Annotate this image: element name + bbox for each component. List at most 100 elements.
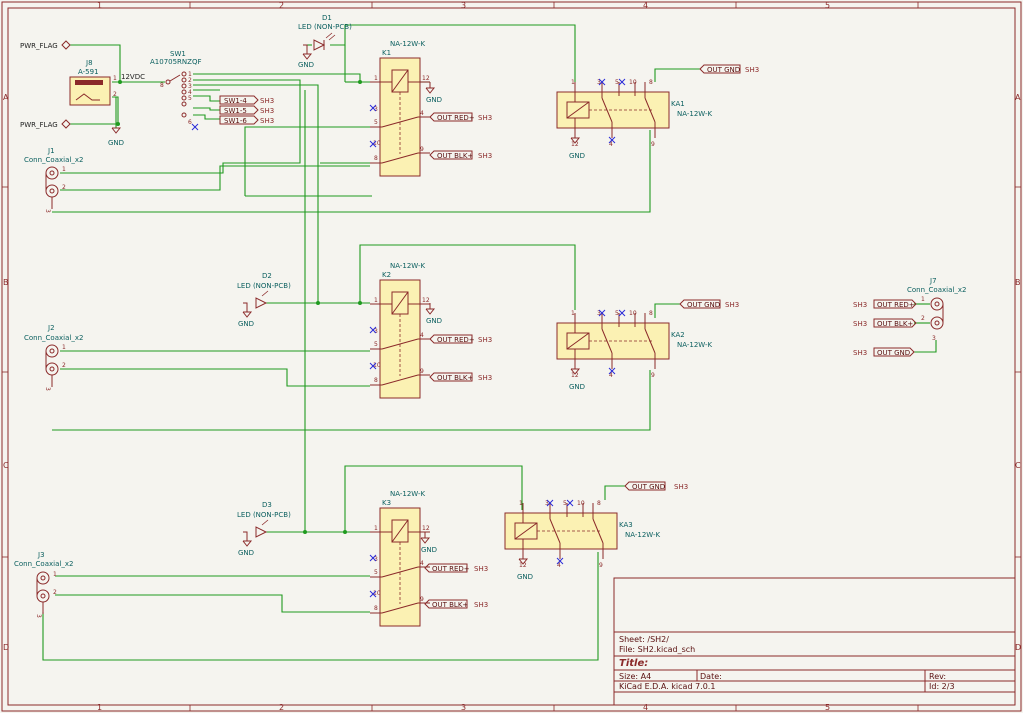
contact-2: [381, 602, 419, 614]
label-out-blk: OUT BLK+: [437, 374, 473, 382]
sheet-ref: SH3: [674, 483, 688, 491]
gnd-k2: GND: [425, 303, 442, 325]
svg-text:1: 1: [921, 296, 925, 303]
svg-text:5: 5: [188, 95, 192, 102]
pin-1: 1: [571, 310, 575, 317]
tb-title: Title:: [619, 658, 648, 669]
pin-2: 2: [62, 184, 66, 191]
svg-text:D1: D1: [322, 14, 332, 22]
pin-1: 1: [571, 79, 575, 86]
pin-10: 10: [629, 79, 637, 86]
pin-10: 10: [373, 590, 381, 597]
coax-inner-1: [40, 575, 46, 581]
j1-coax-connector: 123: [44, 166, 66, 213]
pin-9: 9: [420, 146, 424, 153]
coax-outer-1: [45, 166, 59, 180]
pin-3: 3: [35, 614, 42, 618]
sheet-ref: SH3: [478, 114, 492, 122]
no-connect-marker: [618, 309, 626, 317]
pin-5: 5: [374, 341, 378, 348]
svg-text:SW1: SW1: [170, 50, 186, 58]
svg-text:D2: D2: [262, 272, 272, 280]
sheet-ref: SH3: [478, 336, 492, 344]
coax-outer-1: [36, 571, 50, 585]
j7-coax-connector: J7 Conn_Coaxial_x2 1 2 3: [907, 277, 966, 342]
gnd-j8: GND: [108, 127, 124, 147]
coax-inner-2: [49, 188, 55, 194]
ruler-col-3: 3: [461, 1, 466, 10]
tb-file: File: SH2.kicad_sch: [619, 645, 695, 654]
ruler-row-d-right: D: [1015, 643, 1021, 652]
coax-inner-1: [49, 170, 55, 176]
pin-4: 4: [420, 332, 424, 339]
relay-coil-diag: [566, 332, 590, 350]
pin-3: 3: [44, 387, 51, 391]
relay-coil-diag: [391, 291, 409, 315]
svg-text:GND: GND: [238, 320, 254, 328]
pin-9: 9: [420, 596, 424, 603]
svg-text:GND: GND: [298, 61, 314, 69]
hier-label: [424, 599, 468, 609]
gnd-symbol: [570, 137, 581, 144]
hier-label: [429, 334, 473, 344]
pin-3: 3: [374, 106, 378, 113]
pin-3: 3: [597, 79, 601, 86]
ruler-col-3-bottom: 3: [461, 703, 466, 712]
relay-ref: K3: [382, 499, 391, 507]
svg-text:PWR_FLAG: PWR_FLAG: [20, 42, 58, 50]
no-connect-marker: [369, 362, 377, 370]
svg-text:LED (NON-PCB): LED (NON-PCB): [237, 511, 291, 519]
pin-4: 4: [609, 141, 613, 148]
pin-8: 8: [597, 500, 601, 507]
no-connect-marker: [608, 367, 616, 375]
svg-text:4: 4: [188, 89, 192, 96]
no-connect-marker: [556, 557, 564, 565]
pin-12: 12: [519, 562, 527, 569]
gnd-label: GND: [426, 317, 442, 325]
pwr-flag-top: PWR_FLAG: [20, 40, 71, 50]
no-connect-marker: [608, 136, 616, 144]
no-connect-sw1-6: [191, 123, 199, 131]
relay-coil-diag: [514, 522, 538, 540]
ruler-col-4: 4: [643, 1, 648, 10]
svg-text:2: 2: [188, 77, 192, 84]
hier-label: [699, 64, 741, 74]
title-block: Sheet: /SH2/ File: SH2.kicad_sch Title: …: [613, 577, 1016, 706]
label-out-gnd: OUT GND: [632, 483, 665, 491]
sheet-ref: SH3: [474, 565, 488, 573]
label-out-gnd: OUT GND: [707, 66, 740, 74]
sheet-ref: SH3: [725, 301, 739, 309]
relay-value: NA-12W-K: [390, 490, 425, 498]
j8-dc-jack: J8 A-591 1 2 12VDC: [69, 59, 145, 106]
ruler-row-b-right: B: [1015, 278, 1021, 287]
coax-outer-1: [45, 344, 59, 358]
pin-5: 5: [615, 310, 619, 317]
pin-12: 12: [422, 75, 430, 82]
svg-text:OUT BLK+: OUT BLK+: [877, 320, 913, 328]
pin-9: 9: [599, 562, 603, 569]
svg-text:LED (NON-PCB): LED (NON-PCB): [237, 282, 291, 290]
svg-text:SH3: SH3: [260, 117, 274, 125]
pin-3: 3: [374, 556, 378, 563]
label-out-blk: OUT BLK+: [432, 601, 468, 609]
svg-text:3: 3: [932, 335, 936, 342]
no-connect-marker: [598, 78, 606, 86]
contact-2: [644, 97, 656, 123]
pin-8: 8: [649, 79, 653, 86]
ruler-row-a: A: [3, 93, 9, 102]
gnd-label: GND: [426, 96, 442, 104]
pin-8: 8: [649, 310, 653, 317]
coax-outer-2: [45, 362, 59, 376]
junctions: [116, 80, 362, 534]
svg-text:A10705RNZQF: A10705RNZQF: [150, 58, 202, 66]
label-out-gnd: OUT GND: [687, 301, 720, 309]
svg-text:2: 2: [921, 315, 925, 322]
svg-text:J7: J7: [929, 277, 937, 285]
ruler-row-b: B: [3, 278, 9, 287]
relay-coil-diag: [391, 69, 409, 93]
pin-3: 3: [374, 328, 378, 335]
